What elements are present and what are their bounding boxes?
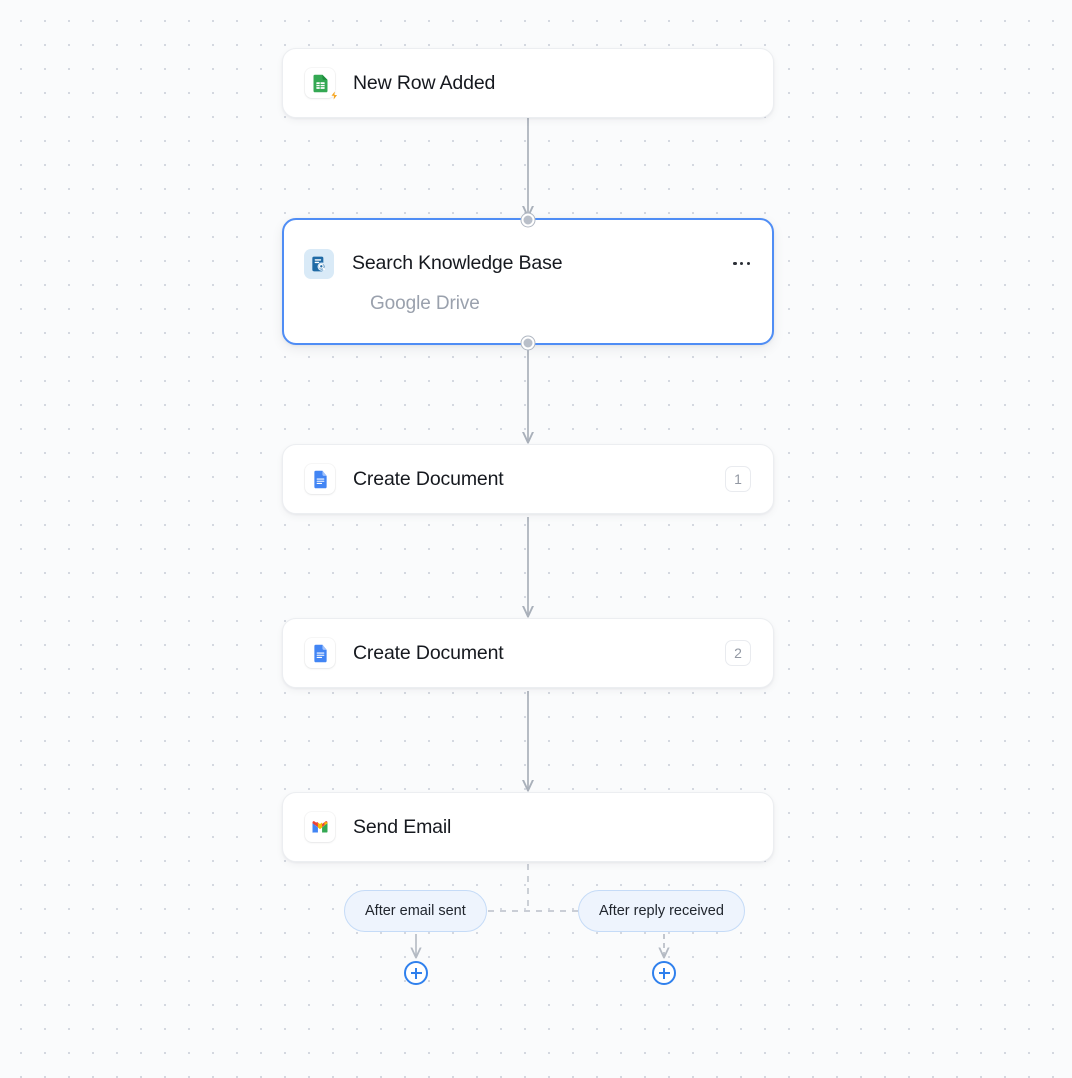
branch-pill-after-email-sent[interactable]: After email sent	[344, 890, 487, 932]
node-row: Search Knowledge Base	[304, 248, 752, 279]
knowledge-base-search-icon	[304, 248, 334, 279]
gmail-icon	[305, 812, 335, 842]
node-title: New Row Added	[353, 71, 496, 94]
workflow-node-create-document-2[interactable]: Create Document 2	[282, 618, 774, 688]
node-title: Create Document	[353, 467, 504, 490]
node-subtitle: Google Drive	[370, 292, 480, 314]
add-step-button-after-email-sent[interactable]	[404, 961, 428, 985]
node-row: Create Document 2	[305, 638, 751, 668]
node-more-options-icon[interactable]	[731, 256, 752, 271]
node-title: Create Document	[353, 641, 504, 664]
node-step-badge: 1	[725, 466, 751, 492]
google-sheets-icon	[305, 68, 339, 101]
node-handle-bottom[interactable]	[521, 336, 535, 350]
node-row: Send Email	[305, 812, 751, 842]
workflow-node-send-email[interactable]: Send Email	[282, 792, 774, 862]
node-row: New Row Added	[305, 68, 751, 101]
node-handle-top[interactable]	[521, 213, 535, 227]
node-title: Search Knowledge Base	[352, 252, 563, 274]
google-docs-icon	[305, 638, 335, 668]
branch-pill-label: After email sent	[365, 903, 466, 919]
google-docs-icon	[305, 464, 335, 494]
node-title: Send Email	[353, 815, 452, 838]
workflow-node-create-document-1[interactable]: Create Document 1	[282, 444, 774, 514]
add-step-button-after-reply-received[interactable]	[652, 961, 676, 985]
branch-pill-after-reply-received[interactable]: After reply received	[578, 890, 745, 932]
workflow-node-search-knowledge-base[interactable]: Search Knowledge Base Google Drive	[282, 213, 774, 350]
node-step-badge: 2	[725, 640, 751, 666]
workflow-node-new-row-added[interactable]: New Row Added	[282, 48, 774, 118]
node-row: Create Document 1	[305, 464, 751, 494]
branch-pill-label: After reply received	[599, 903, 724, 919]
